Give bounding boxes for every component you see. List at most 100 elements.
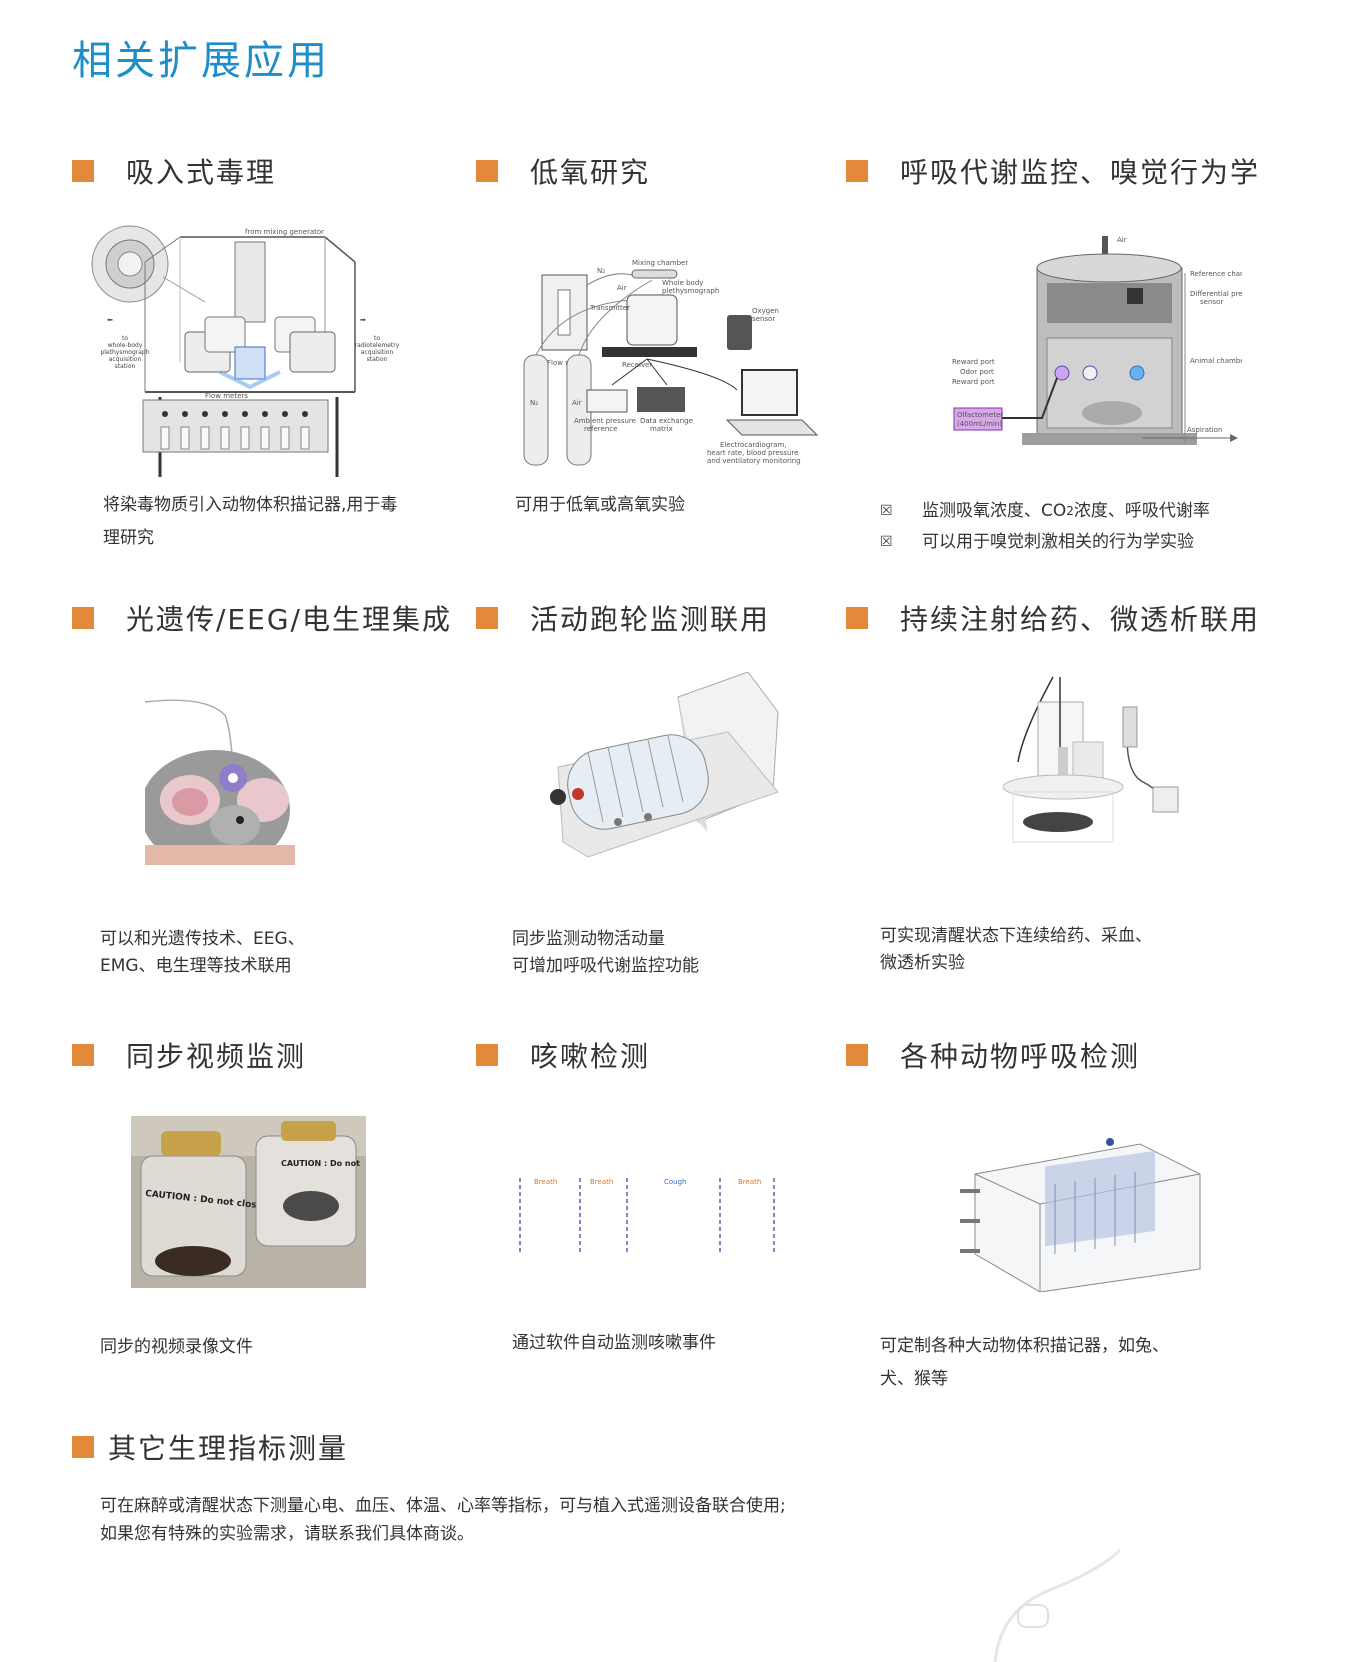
- checkbox-x-icon: ☒: [880, 503, 893, 519]
- square-bullet-icon: [846, 1044, 868, 1066]
- transmitter-label: Transmitter: [589, 304, 630, 312]
- bullet-text: 监测吸氧浓度、CO: [922, 501, 1067, 521]
- section-heading-cough-detection: 咳嗽检测: [476, 1035, 650, 1075]
- section-description: 可实现清醒状态下连续给药、采血、 微透析实验: [880, 923, 1152, 977]
- description-line: 可用于低氧或高氧实验: [515, 495, 685, 515]
- section-heading-hypoxia: 低氧研究: [476, 151, 650, 191]
- square-bullet-icon: [476, 1044, 498, 1066]
- section-description: 可在麻醉或清醒状态下测量心电、血压、体温、心率等指标，可与植入式遥测设备联合使用…: [100, 1492, 786, 1548]
- ecg-label-line: and ventilatory monitoring: [707, 457, 801, 465]
- description-line: 同步监测动物活动量: [512, 929, 665, 949]
- breath-label: Breath: [590, 1178, 613, 1186]
- air-inlet-label: Air: [1117, 236, 1127, 244]
- tox-top-label: from mixing generator: [245, 228, 324, 236]
- optogenetic-mouse-photo: [145, 699, 295, 865]
- description-line: 可定制各种大动物体积描记器，如兔、: [880, 1336, 1169, 1356]
- section-title: 低氧研究: [530, 156, 651, 189]
- air-tank-label: Air: [572, 399, 582, 407]
- port-label: Reward port: [952, 358, 995, 366]
- port-label: Odor port: [960, 368, 994, 376]
- description-line: 理研究: [103, 528, 154, 548]
- square-bullet-icon: [72, 160, 94, 182]
- large-animal-plethysmograph-drawing: [960, 1138, 1201, 1292]
- section-description: 可定制各种大动物体积描记器，如兔、 犬、猴等: [880, 1330, 1169, 1396]
- section-description: 可用于低氧或高氧实验: [515, 489, 685, 522]
- section-heading-inhalation-toxicology: 吸入式毒理: [72, 151, 276, 191]
- section-description: 可以和光遗传技术、EEG、 EMG、电生理等技术联用: [100, 926, 305, 980]
- section-description: 通过软件自动监测咳嗽事件: [512, 1327, 716, 1360]
- section-title: 其它生理指标测量: [108, 1432, 349, 1465]
- flow-meters-label: Flow meters: [205, 392, 248, 400]
- tox-left-label-line: plethysmograph: [100, 349, 149, 356]
- wbp-label-line: Whole body: [662, 279, 703, 287]
- hypoxia-setup-diagram: Flow meter Mixing chamber N₂ Air N₂ Air …: [502, 255, 832, 485]
- n2-tank-label: N₂: [530, 399, 538, 407]
- diff-sensor-label-line: Differential pressure: [1190, 290, 1242, 298]
- section-title: 持续注射给药、微透析联用: [900, 603, 1261, 636]
- animal-chamber-label: Animal chamber: [1190, 357, 1242, 365]
- square-bullet-icon: [72, 1044, 94, 1066]
- description-line: EMG、电生理等技术联用: [100, 956, 292, 976]
- tox-right-label-line: station: [367, 356, 388, 363]
- description-line: 可在麻醉或清醒状态下测量心电、血压、体温、心率等指标，可与植入式遥测设备联合使用…: [100, 1496, 786, 1516]
- section-title: 各种动物呼吸检测: [900, 1040, 1141, 1073]
- reference-chamber-label: Reference chamber: [1190, 270, 1242, 278]
- square-bullet-icon: [72, 1436, 94, 1458]
- section-description: 同步监测动物活动量 可增加呼吸代谢监控功能: [512, 926, 699, 980]
- breath-label: Breath: [738, 1178, 761, 1186]
- ecg-label-line: heart rate, blood pressure: [707, 449, 798, 457]
- ecg-label-line: Electrocardiogram,: [720, 441, 787, 449]
- square-bullet-icon: [72, 607, 94, 629]
- breath-label: Breath: [534, 1178, 557, 1186]
- tox-left-label-line: station: [115, 363, 136, 370]
- ambient-label-line: reference: [584, 425, 617, 433]
- tox-left-label-line: acquisition: [109, 356, 142, 363]
- left-arrow-icon: ⬅: [107, 316, 113, 324]
- section-heading-optogenetics: 光遗传/EEG/电生理集成: [72, 598, 452, 638]
- right-arrow-icon: ➡: [360, 316, 366, 324]
- description-line: 如果您有特殊的实验需求，请联系我们具体商谈。: [100, 1524, 474, 1544]
- oxygen-sensor-label-line: Oxygen: [752, 307, 779, 315]
- metabolism-chamber-diagram: Air Aspiration Reference chamber Differe…: [942, 228, 1242, 476]
- port-label: Reward port: [952, 378, 995, 386]
- tox-right-label-line: radiotelemetry: [355, 342, 400, 349]
- section-heading-running-wheel: 活动跑轮监测联用: [476, 598, 770, 638]
- tox-left-label-line: to: [122, 335, 128, 342]
- section-heading-other-physiology: 其它生理指标测量: [72, 1427, 348, 1467]
- description-line: 将染毒物质引入动物体积描记器,用于毒: [103, 495, 398, 515]
- tox-right-label-line: acquisition: [361, 349, 394, 356]
- oxygen-sensor-label-line: sensor: [752, 315, 775, 323]
- olfactometer-label-line: (400mL/min): [957, 420, 1002, 428]
- bullet-text: 可以用于嗅觉刺激相关的行为学实验: [922, 532, 1194, 552]
- cough-detection-trace: Breath Breath Cough Breath: [519, 1178, 775, 1255]
- data-matrix-label-line: Data exchange: [640, 417, 693, 425]
- receiver-label: Receiver: [622, 361, 652, 369]
- n2-tube-label: N₂: [597, 267, 605, 275]
- section-title: 咳嗽检测: [530, 1040, 651, 1073]
- section-title: 呼吸代谢监控、嗅觉行为学: [900, 156, 1261, 189]
- description-line: 可增加呼吸代谢监控功能: [512, 956, 699, 976]
- data-matrix-label-line: matrix: [650, 425, 673, 433]
- wbp-label-line: plethysmograph: [662, 287, 719, 295]
- inhalation-toxicology-diagram: from mixing generator Flow meters ⬅ ➡ to…: [85, 222, 405, 480]
- video-monitoring-photo: CAUTION : Do not closet wi CAUTION : Do …: [131, 1116, 366, 1288]
- section-title: 同步视频监测: [126, 1040, 307, 1073]
- tox-right-label-line: to: [374, 335, 380, 342]
- olfactometer-label-line: Olfactometer: [957, 411, 1003, 419]
- section-heading-animal-respiration: 各种动物呼吸检测: [846, 1035, 1140, 1075]
- description-line: 微透析实验: [880, 953, 965, 973]
- description-line: 犬、猴等: [880, 1369, 948, 1389]
- lid-warning-text: CAUTION : Do not: [281, 1159, 360, 1168]
- square-bullet-icon: [846, 607, 868, 629]
- section-title: 活动跑轮监测联用: [530, 603, 771, 636]
- aspiration-label: Aspiration: [1187, 426, 1222, 434]
- description-line: 同步的视频录像文件: [100, 1337, 253, 1357]
- section-heading-infusion-microdialysis: 持续注射给药、微透析联用: [846, 598, 1260, 638]
- running-wheel-device-photo: [550, 672, 779, 858]
- cough-label: Cough: [664, 1178, 687, 1186]
- infusion-microdialysis-setup-photo: [1003, 676, 1179, 843]
- subscript: 2: [1066, 504, 1074, 518]
- section-title: 光遗传/EEG/电生理集成: [126, 603, 452, 636]
